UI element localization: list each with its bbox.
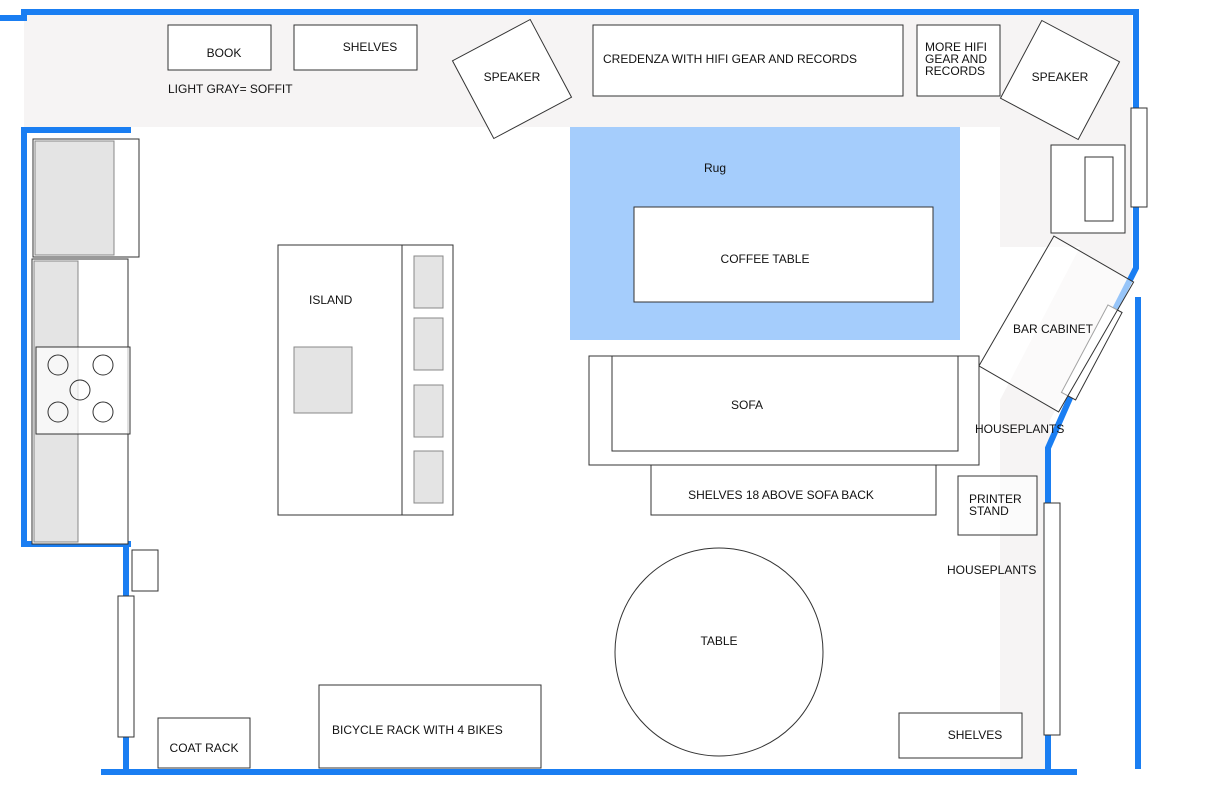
cooktop <box>35 346 131 435</box>
rug-label: Rug <box>704 161 726 175</box>
more-hifi-label: MORE HIFI GEAR AND RECORDS <box>925 40 990 78</box>
coffee-table-label: COFFEE TABLE <box>721 252 810 266</box>
armchair <box>1050 144 1126 234</box>
sofa-label: SOFA <box>731 398 763 412</box>
credenza <box>592 24 904 97</box>
sofa-frame <box>588 355 980 466</box>
book-label: BOOK <box>207 46 242 60</box>
credenza-label: CREDENZA WITH HIFI GEAR AND RECORDS <box>603 52 857 66</box>
kitchen <box>31 138 140 545</box>
fridge-door <box>34 140 115 256</box>
light-switch <box>131 549 159 592</box>
printer-stand-line-2: STAND <box>969 504 1009 518</box>
dining-table <box>614 547 824 757</box>
stool-4 <box>413 450 444 504</box>
printer-stand-label: PRINTER STAND <box>969 492 1025 518</box>
shelves-sofa-label: SHELVES 18 ABOVE SOFA BACK <box>688 488 874 502</box>
burner-top-left <box>47 354 69 376</box>
island-sink <box>293 346 353 414</box>
speaker-left <box>451 18 573 140</box>
stool-3 <box>413 384 444 438</box>
walls <box>0 9 1141 775</box>
bicycle-rack <box>318 684 542 769</box>
sofa: SOFA <box>588 355 980 466</box>
shelves-bottom <box>898 712 1023 759</box>
sofa-seat <box>611 355 959 452</box>
window-right-lower <box>1043 502 1061 736</box>
window-left-lower <box>117 595 135 738</box>
shelves-sofa <box>650 464 937 516</box>
burner-center <box>69 379 91 401</box>
book-shelf <box>167 24 272 71</box>
soffit-note: LIGHT GRAY= SOFFIT <box>168 82 293 96</box>
bar-cabinet-label: BAR CABINET <box>1013 322 1094 336</box>
houseplants-lower: HOUSEPLANTS <box>947 563 1036 577</box>
shelves-bottom-label: SHELVES <box>948 728 1002 742</box>
coat-rack-label: COAT RACK <box>170 741 239 755</box>
island: ISLAND <box>277 244 454 516</box>
dining-table-label: TABLE <box>700 634 737 648</box>
speaker-left-label: SPEAKER <box>484 70 541 84</box>
houseplants-upper: HOUSEPLANTS <box>975 422 1064 436</box>
more-hifi-line-1: MORE HIFI <box>925 40 987 54</box>
printer-stand-line-1: PRINTER <box>969 492 1022 506</box>
stool-1 <box>413 255 444 309</box>
armchair-frame <box>1050 144 1126 234</box>
speaker-right <box>999 19 1121 141</box>
shelves-top-label: SHELVES <box>343 40 397 54</box>
more-hifi-line-2: GEAR AND <box>925 52 987 66</box>
more-hifi-line-3: RECORDS <box>925 64 985 78</box>
bar-cabinet <box>978 235 1135 413</box>
burner-bottom-right <box>92 401 114 423</box>
wall-top <box>0 9 1139 21</box>
armchair-seat <box>1084 156 1114 222</box>
coffee-table <box>633 206 934 303</box>
bicycle-rack-label: BICYCLE RACK WITH 4 BIKES <box>332 723 503 737</box>
stool-2 <box>413 317 444 371</box>
coat-rack <box>157 717 251 769</box>
burner-bottom-left <box>47 401 69 423</box>
more-hifi <box>916 24 1001 97</box>
burner-top-right <box>92 354 114 376</box>
island-label: ISLAND <box>309 293 353 307</box>
window-right-upper <box>1130 107 1148 208</box>
printer-stand <box>957 475 1038 536</box>
speaker-right-label: SPEAKER <box>1032 70 1089 84</box>
shelves-top <box>293 24 418 71</box>
